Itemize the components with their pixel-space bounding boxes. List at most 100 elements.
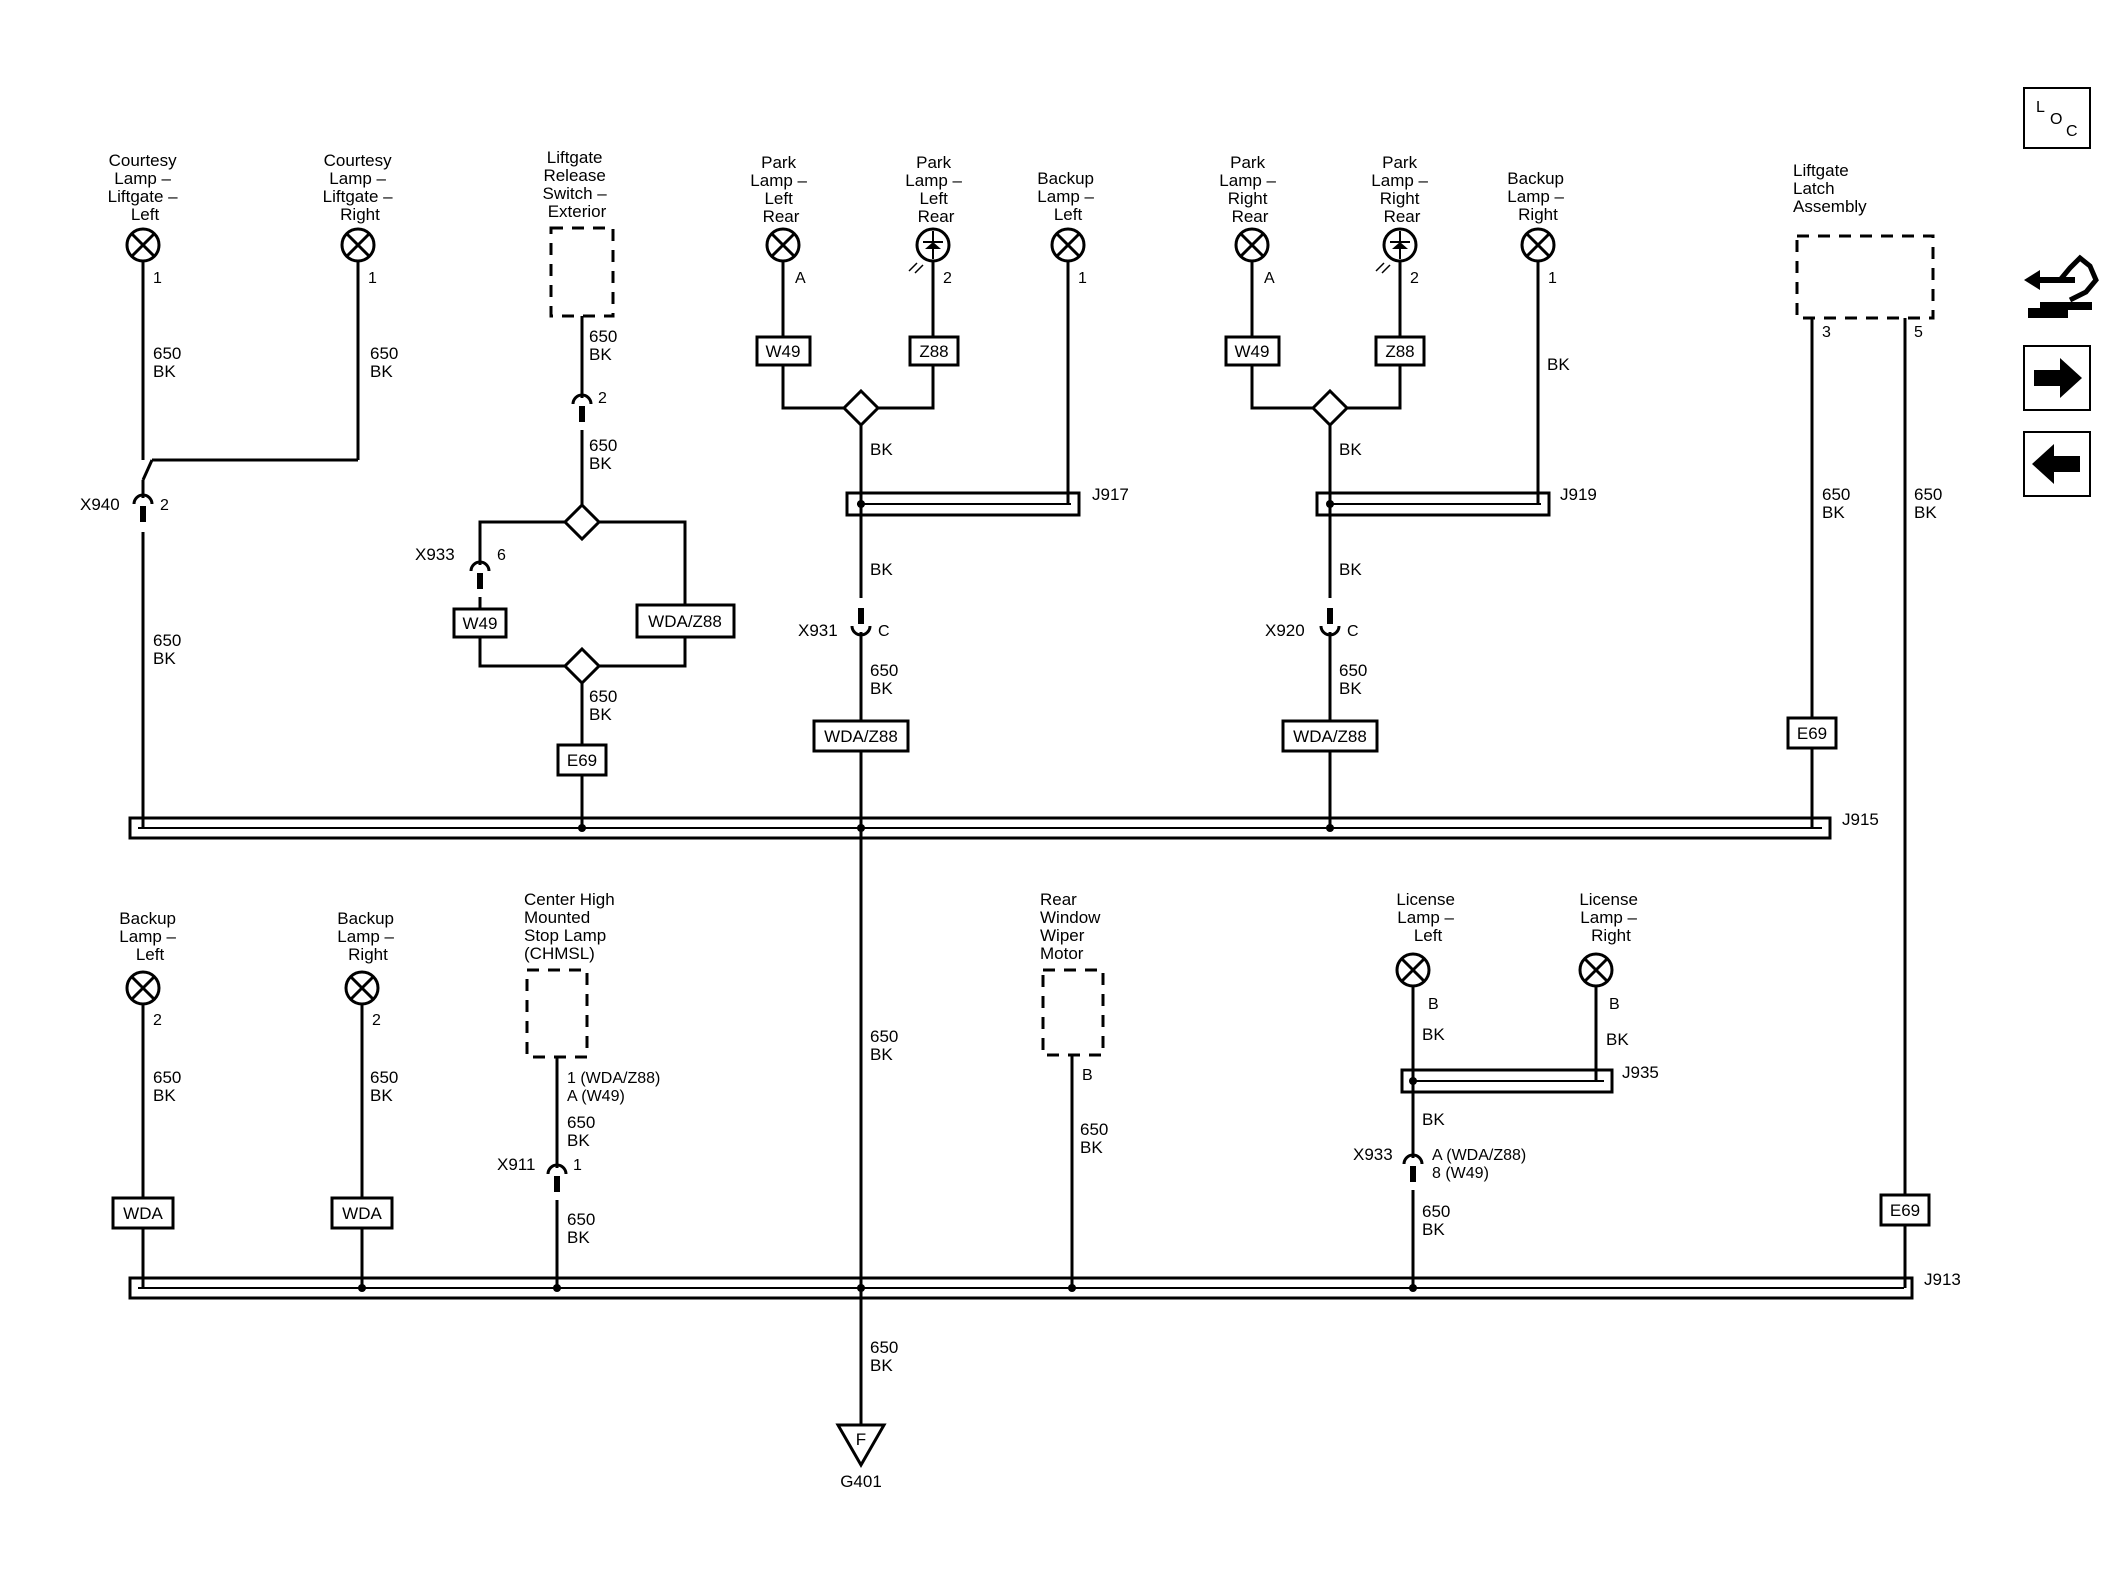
connector-x940: X940 2: [80, 493, 169, 524]
previous-page-button[interactable]: [2023, 431, 2091, 497]
pin-label: 2: [160, 497, 169, 514]
option-label: WDA: [342, 1204, 382, 1223]
led-lamp-icon: [907, 227, 951, 275]
pin-label: 1: [1548, 270, 1557, 287]
location-view-frame: [2023, 87, 2091, 149]
ground-g401: F G401: [835, 1423, 887, 1491]
splice-j919: J919: [1315, 485, 1597, 517]
pin-label: 6: [497, 547, 506, 564]
pin-label: 1: [1078, 270, 1087, 287]
component-label: Liftgate Release Switch – Exterior: [543, 148, 612, 221]
courtesy-lamp-right: Courtesy Lamp – Liftgate – Right 1: [323, 151, 393, 287]
pin-label: A: [795, 270, 806, 287]
rear-window-wiper-motor: Rear Window Wiper Motor B: [1040, 890, 1105, 1084]
chmsl: Center High Mounted Stop Lamp (CHMSL) 1 …: [524, 890, 665, 1105]
led-lamp-icon: [1374, 227, 1418, 275]
next-page-button[interactable]: [2023, 345, 2091, 411]
component-label: Park Lamp – Left Rear: [750, 153, 811, 226]
option-label: WDA/Z88: [1293, 727, 1367, 746]
connector-x933: X933 6: [415, 545, 506, 591]
component-label: Park Lamp – Right Rear: [1219, 153, 1280, 226]
option-label: WDA/Z88: [648, 612, 722, 631]
option-box: [452, 607, 508, 639]
license-lamp-right: License Lamp – Right B: [1578, 890, 1638, 1013]
pin-label: B: [1428, 996, 1439, 1013]
lamp-icon: [1395, 952, 1431, 988]
connector-label: X933: [415, 545, 455, 564]
inline-connectors: X940 2 2 X933 6 X931 C X920 C X911 1: [80, 390, 1526, 1194]
pin-label: A: [1264, 270, 1275, 287]
pin-label: 2: [153, 1012, 162, 1029]
connector-label: X911: [497, 1155, 535, 1174]
backup-lamp-right-bottom: Backup Lamp – Right 2: [337, 909, 394, 1029]
location-view-button[interactable]: L O C: [2023, 87, 2091, 149]
option-box: [1224, 335, 1281, 367]
lamp-icon: [1520, 227, 1556, 263]
option-box: [755, 335, 812, 367]
pin-label: 2: [372, 1012, 381, 1029]
chmsl-box: [525, 968, 589, 1059]
wire-label: BK: [1339, 440, 1362, 459]
pin-label: 2: [1410, 270, 1419, 287]
component-view-button[interactable]: [2024, 254, 2099, 318]
junction-dots: [358, 500, 1417, 1292]
lamp-icon: [1050, 227, 1086, 263]
license-lamp-left: License Lamp – Left B: [1395, 890, 1455, 1013]
splice-diamond: [841, 388, 881, 428]
splice-diamond: [1310, 388, 1350, 428]
connector-liftgate-switch: 2: [571, 390, 607, 424]
pin-label: B: [1609, 996, 1620, 1013]
option-box: [330, 1196, 394, 1230]
pin-label: 5: [1914, 324, 1923, 341]
backup-lamp-left-bottom: Backup Lamp – Left 2: [119, 909, 176, 1029]
pin-label: C: [1347, 623, 1359, 640]
pin-label: 1 (WDA/Z88) A (W49): [567, 1070, 665, 1105]
loc-l: L: [2036, 99, 2045, 116]
ground-icon: [835, 1423, 887, 1469]
pin-label: 3: [1822, 324, 1831, 341]
splice-diamond: [562, 502, 602, 542]
component-label: Liftgate Latch Assembly: [1793, 161, 1867, 216]
lamp-icon: [1578, 952, 1614, 988]
option-box: [1786, 716, 1838, 750]
splice-j913: J913: [128, 1270, 1961, 1300]
loc-c: C: [2066, 123, 2078, 140]
option-label: W49: [463, 614, 498, 633]
option-label: WDA/Z88: [824, 727, 898, 746]
lamp-icon: [125, 227, 161, 263]
pin-label: 2: [943, 270, 952, 287]
option-box: [556, 743, 608, 777]
connector-label: X933: [1353, 1145, 1393, 1164]
ground-letter: F: [856, 1430, 866, 1449]
park-lamp-right-rear-b: Park Lamp – Right Rear 2: [1371, 153, 1428, 287]
splice-j935: J935: [1400, 1063, 1659, 1094]
splice-diamond: [562, 646, 602, 686]
option-label: E69: [1797, 724, 1827, 743]
wire-label: BK: [1606, 1030, 1629, 1049]
bottom-wires: [141, 986, 1598, 1288]
option-box: [1281, 719, 1379, 753]
connector-label: X931: [798, 621, 838, 640]
component-label: Center High Mounted Stop Lamp (CHMSL): [524, 890, 619, 963]
splice-j917-label: J917: [1092, 485, 1129, 504]
arrow-right-icon: [2034, 358, 2082, 398]
option-label: E69: [567, 751, 597, 770]
lamp-icon: [765, 227, 801, 263]
component-label: Backup Lamp – Left: [1037, 169, 1098, 224]
connector-label: X940: [80, 495, 120, 514]
option-label: W49: [766, 342, 801, 361]
